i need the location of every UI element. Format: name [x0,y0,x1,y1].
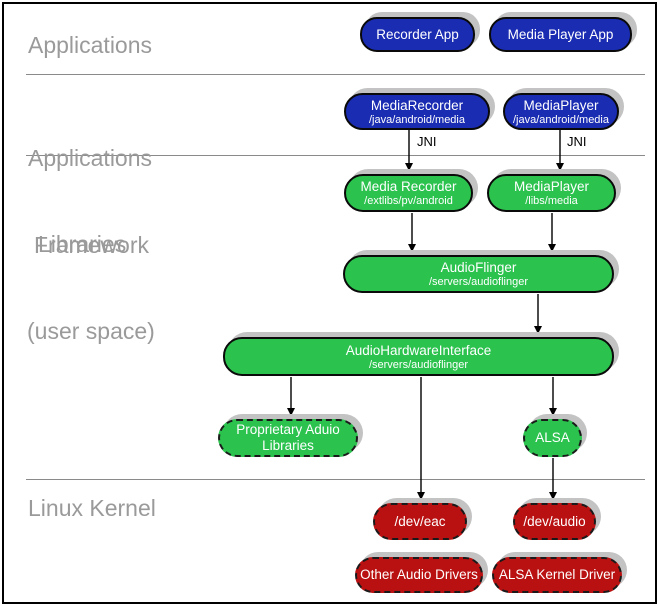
framework-label-line2: Framework [34,232,150,258]
node-audioflinger: AudioFlinger /servers/audioflinger [343,255,614,293]
section-divider-1 [26,74,645,75]
node-title: MediaPlayer [523,97,599,113]
node-title-line2: Libraries [262,438,314,453]
node-title: MediaRecorder [370,97,464,113]
node-title: MediaPlayer [513,179,590,194]
jni-label-right: JNI [567,134,587,149]
node-title: AudioFlinger [440,260,517,275]
node-mediarecorder-framework: MediaRecorder /java/android/media [344,93,490,130]
node-mediaplayer-lib: MediaPlayer /libs/media [487,174,616,212]
section-label-applications: Applications [28,31,152,60]
node-subtitle: /java/android/media [368,113,465,126]
node-media-recorder-lib: Media Recorder /extlibs/pv/android [344,174,473,212]
node-subtitle: /java/android/media [512,113,609,126]
node-title: /dev/audio [523,513,586,529]
section-label-libraries: Libraries (user space) [27,172,155,404]
node-other-audio-drivers: Other Audio Drivers [355,557,483,593]
node-title: ALSA [535,430,570,445]
node-title: Recorder App [376,26,459,42]
node-subtitle: /libs/media [525,195,578,207]
linux-kernel-label-text: Linux Kernel [28,495,156,521]
node-dev-eac: /dev/eac [373,503,467,540]
node-alsa: ALSA [523,419,582,457]
node-title: Media Player App [507,26,614,42]
node-mediaplayer-framework: MediaPlayer /java/android/media [503,93,619,130]
section-label-linux-kernel: Linux Kernel [28,494,156,523]
node-dev-audio: /dev/audio [513,503,596,540]
node-title-line1: Proprietary Aduio [236,422,340,437]
node-recorder-app: Recorder App [360,17,475,52]
libraries-label-line2: (user space) [27,318,155,344]
jni-label-left: JNI [417,134,437,149]
node-alsa-kernel-driver: ALSA Kernel Driver [492,557,622,593]
node-title: AudioHardwareInterface [345,342,492,358]
framework-label-line1: Applications [28,145,153,171]
libraries-label-line1: Libraries [38,231,127,257]
node-subtitle: /servers/audioflinger [368,358,469,371]
section-label-applications-framework: Applications Framework [28,86,152,318]
node-subtitle: /servers/audioflinger [428,276,529,288]
node-title: /dev/eac [394,513,446,529]
node-audiohardwareinterface: AudioHardwareInterface /servers/audiofli… [223,337,614,376]
node-subtitle: /extlibs/pv/android [364,195,453,207]
node-title: ALSA Kernel Driver [498,567,616,582]
section-divider-2 [26,155,645,156]
node-proprietary-audio-libraries: Proprietary Aduio Libraries [218,419,358,457]
node-title: Media Recorder [360,179,457,194]
section-divider-3 [26,479,645,480]
node-media-player-app: Media Player App [489,17,632,52]
section-label-applications-text: Applications [28,32,153,58]
node-title: Other Audio Drivers [360,567,478,582]
